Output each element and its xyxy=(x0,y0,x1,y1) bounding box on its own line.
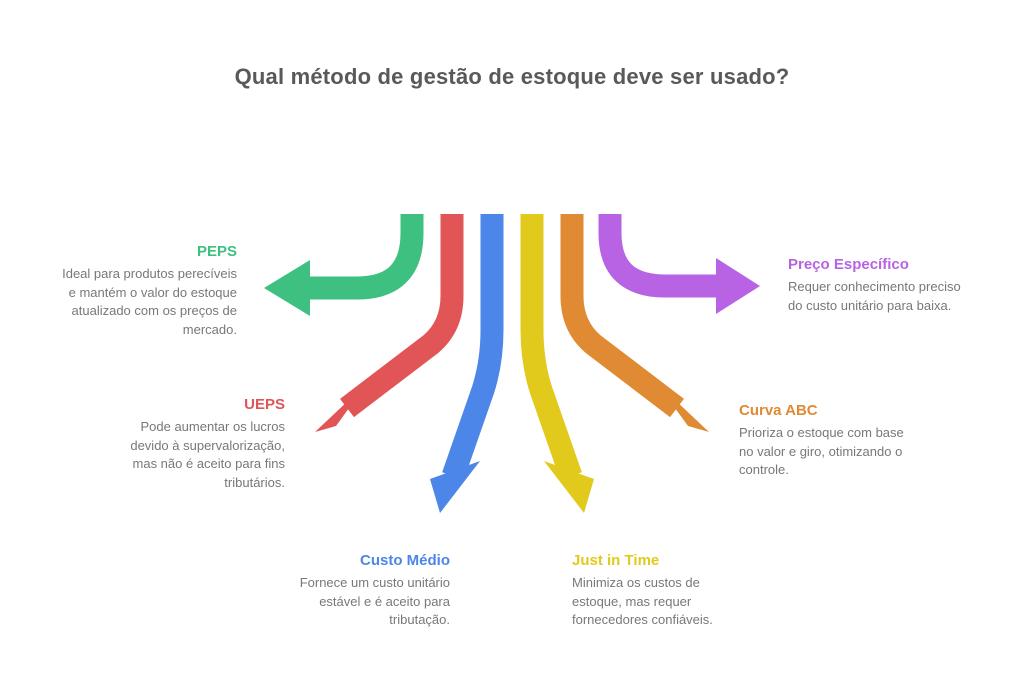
method-peps: PEPS Ideal para produtos perecíveis e ma… xyxy=(30,243,237,339)
arrow-ueps-shaft xyxy=(340,214,464,418)
arrow-just-in-time-shaft xyxy=(520,214,582,480)
page-title: Qual método de gestão de estoque deve se… xyxy=(234,64,790,89)
arrow-custo-medio-shaft xyxy=(442,214,504,480)
method-just-in-time-title: Just in Time xyxy=(572,552,660,569)
method-just-in-time-description: Minimiza os custos de estoque, mas reque… xyxy=(572,575,713,627)
method-peps-description: Ideal para produtos perecíveis e mantém … xyxy=(62,266,237,337)
method-preco-especifico: Preço Específico Requer conhecimento pre… xyxy=(788,256,993,315)
arrow-preco-especifico-shaft xyxy=(598,214,722,298)
arrow-curva-abc xyxy=(556,210,714,437)
arrow-peps xyxy=(259,210,428,321)
arrow-curva-abc-shaft xyxy=(560,214,684,418)
arrow-peps-shaft xyxy=(304,214,424,300)
arrow-custo-medio-head xyxy=(430,461,480,513)
arrow-custo-medio xyxy=(425,210,508,518)
arrow-ueps xyxy=(310,210,468,437)
method-preco-especifico-title: Preço Específico xyxy=(788,256,909,273)
arrow-peps-head xyxy=(264,260,310,316)
method-ueps-title: UEPS xyxy=(244,396,285,413)
method-custo-medio-title: Custo Médio xyxy=(360,552,450,569)
method-peps-title: PEPS xyxy=(196,243,237,260)
method-ueps: UEPS Pode aumentar os lucros devido à su… xyxy=(85,396,285,492)
arrow-preco-especifico-head xyxy=(716,258,760,314)
method-custo-medio-description: Fornece um custo unitário estável e é ac… xyxy=(299,575,450,627)
method-custo-medio: Custo Médio Fornece um custo unitário es… xyxy=(285,552,450,630)
arrow-ueps-head xyxy=(315,382,368,432)
method-curva-abc-title: Curva ABC xyxy=(739,402,818,419)
arrow-curva-abc-head xyxy=(656,382,709,432)
arrow-just-in-time-head xyxy=(544,461,594,513)
method-curva-abc-description: Prioriza o estoque com base no valor e g… xyxy=(739,425,904,477)
method-curva-abc: Curva ABC Prioriza o estoque com base no… xyxy=(739,402,939,480)
method-preco-especifico-description: Requer conhecimento preciso do custo uni… xyxy=(788,279,961,313)
method-ueps-description: Pode aumentar os lucros devido à superva… xyxy=(130,419,285,490)
arrow-preco-especifico xyxy=(594,210,765,319)
arrow-just-in-time xyxy=(516,210,599,518)
method-just-in-time: Just in Time Minimiza os custos de estoq… xyxy=(572,552,757,630)
